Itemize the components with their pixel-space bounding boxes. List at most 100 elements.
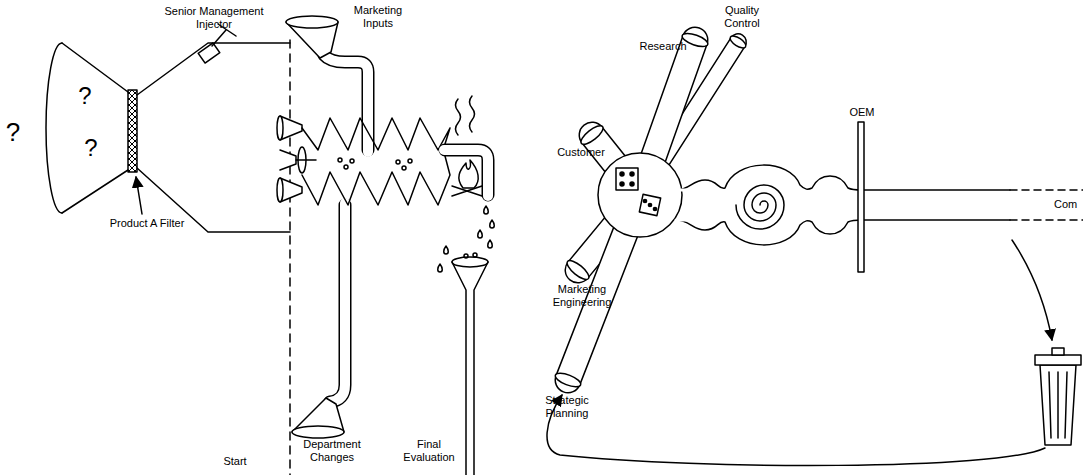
oem-bar <box>858 122 864 272</box>
propeller <box>296 147 316 173</box>
input-tubes <box>728 34 747 50</box>
marketing-pipe <box>324 55 368 152</box>
fire <box>452 186 482 196</box>
part-label: Senior Management Injector <box>158 5 270 30</box>
trash-can <box>1035 348 1081 445</box>
inlet-nozzles <box>280 150 296 170</box>
accordion-tube <box>344 165 348 169</box>
accordion-tube <box>408 159 412 163</box>
accordion-tube <box>350 159 354 163</box>
evaluation-funnel <box>452 257 488 267</box>
steam <box>470 96 475 132</box>
drops <box>490 220 495 228</box>
dice <box>630 182 634 186</box>
funnel-mouth <box>46 43 62 213</box>
mark-label: ? <box>2 118 24 148</box>
propeller <box>296 159 316 161</box>
accordion-tube <box>302 156 450 205</box>
process-chain <box>676 165 1083 245</box>
accordion-tube <box>302 118 450 150</box>
process-chain <box>676 165 1010 190</box>
marketing-pipe <box>286 16 338 28</box>
part-label: Customer <box>552 146 610 159</box>
steam <box>456 99 461 135</box>
funnel-mouth <box>46 43 128 213</box>
accordion-tube <box>338 158 342 162</box>
process-chain <box>1010 190 1083 220</box>
trash-can <box>1040 365 1076 445</box>
dice <box>639 194 660 215</box>
dice <box>620 172 624 176</box>
input-tubes <box>554 370 583 389</box>
fire <box>459 160 478 188</box>
trash-can <box>1035 355 1081 365</box>
funnel-mouth <box>62 43 128 213</box>
part-label: OEM <box>844 106 880 119</box>
dice <box>653 207 656 210</box>
illustration <box>46 16 1083 475</box>
process-chain <box>736 185 784 229</box>
steam <box>456 96 475 135</box>
inlet-nozzles <box>277 116 283 140</box>
dice <box>648 203 651 206</box>
part-label: Com <box>1054 198 1082 211</box>
evaluation-funnel <box>452 257 488 475</box>
divider-line <box>289 40 291 475</box>
evaluation-funnel <box>452 262 488 475</box>
hub <box>676 190 690 220</box>
department-pipe <box>330 203 345 402</box>
hub <box>598 153 690 237</box>
dice <box>620 182 624 186</box>
accordion-tube <box>302 118 450 205</box>
dice <box>630 172 634 176</box>
return-line <box>547 395 1045 465</box>
part-label: Quality Control <box>716 4 768 29</box>
filter-pointer <box>136 177 142 214</box>
filter-pointer <box>136 177 142 214</box>
accordion-tube <box>396 160 400 164</box>
outlet-tube <box>444 150 488 196</box>
dice <box>616 168 638 190</box>
part-label: Final Evaluation <box>398 438 460 463</box>
mark-label: ? <box>80 134 102 162</box>
part-label: Marketing Inputs <box>348 4 408 29</box>
drops <box>488 240 493 248</box>
outlet-tube <box>445 150 488 195</box>
trash-can <box>1049 372 1067 438</box>
outlet-tube <box>444 150 488 196</box>
part-label: Start <box>210 455 260 468</box>
part-label: Department Changes <box>292 438 372 463</box>
drops <box>484 206 489 214</box>
drops <box>438 206 495 272</box>
inlet-nozzles <box>277 178 283 202</box>
hub <box>598 153 682 237</box>
drops <box>438 264 443 272</box>
input-tubes <box>564 258 591 283</box>
part-label: Research <box>636 40 690 53</box>
injector <box>198 43 220 63</box>
injector <box>198 24 236 63</box>
drops <box>444 246 449 254</box>
accordion-tube <box>402 166 406 170</box>
input-tubes <box>554 31 748 390</box>
marketing-pipe <box>324 55 368 150</box>
return-line <box>547 395 1045 465</box>
dice <box>616 168 661 216</box>
input-tubes <box>578 123 605 148</box>
part-label: Product A Filter <box>92 217 202 230</box>
part-label: Strategic Planning <box>536 394 598 419</box>
mark-label: ? <box>74 82 96 110</box>
department-pipe <box>292 426 344 438</box>
discard-arrow <box>1012 240 1052 340</box>
part-label: Marketing Engineering <box>548 283 616 308</box>
process-chain <box>676 220 1010 245</box>
drops <box>478 230 483 238</box>
chamber <box>137 43 290 232</box>
filter <box>128 90 137 172</box>
filter <box>128 90 137 172</box>
divider-line <box>289 40 291 475</box>
dice <box>643 199 646 202</box>
discard-arrow <box>1012 240 1052 340</box>
department-pipe <box>292 203 345 438</box>
